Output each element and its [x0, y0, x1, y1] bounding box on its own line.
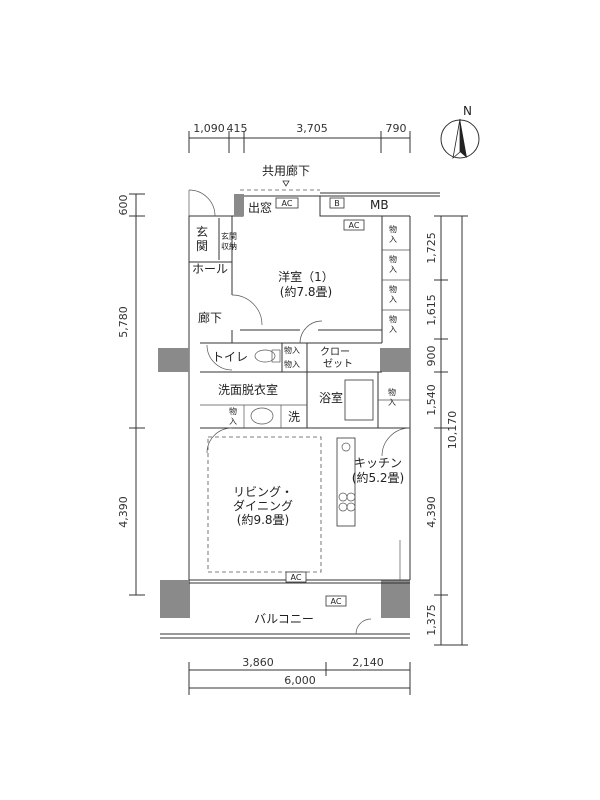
living-size: (約9.8畳): [237, 512, 289, 527]
genkan-storage-label-2: 収納: [221, 241, 237, 251]
svg-text:物: 物: [389, 224, 397, 234]
svg-text:入: 入: [389, 325, 397, 334]
ac-units: AC AC AC AC: [275, 197, 365, 607]
svg-text:物: 物: [389, 254, 397, 264]
b-label: B: [334, 199, 340, 208]
top-dim-1: 1,090: [193, 122, 225, 135]
bottom-dimension-line: 3,860 2,140 6,000: [188, 656, 411, 695]
svg-text:物入: 物入: [284, 359, 300, 369]
right-dim-6: 1,375: [425, 604, 438, 636]
svg-text:物: 物: [229, 406, 237, 416]
balcony-label: バルコニー: [254, 612, 314, 626]
right-dim-1: 1,725: [425, 232, 438, 264]
svg-text:AC: AC: [349, 221, 360, 230]
svg-text:物: 物: [388, 387, 396, 397]
toilet-label: トイレ: [212, 350, 248, 364]
svg-text:AC: AC: [291, 573, 302, 582]
living-label-1: リビング・: [233, 485, 293, 499]
svg-text:入: 入: [229, 417, 237, 426]
kitchen-counter: [336, 437, 401, 580]
left-dim-1: 600: [117, 195, 130, 216]
hall-label: ホール: [192, 262, 228, 276]
closet-label-1: クロー: [320, 346, 350, 358]
walls: [158, 194, 411, 639]
svg-text:物: 物: [389, 284, 397, 294]
door-swings: [188, 189, 411, 635]
svg-text:入: 入: [389, 295, 397, 304]
b-box: [329, 197, 345, 209]
genkan-storage-label-1: 玄関: [221, 231, 237, 241]
svg-text:物: 物: [389, 314, 397, 324]
bottom-dim-2: 2,140: [352, 656, 384, 669]
right-dim-2: 1,615: [425, 294, 438, 326]
bottom-dim-1: 3,860: [242, 656, 274, 669]
genkan-label-1: 玄: [196, 224, 208, 239]
kitchen-name: キッチン: [354, 456, 402, 470]
genkan-label-2: 関: [196, 239, 208, 253]
entrance-marker: [282, 180, 290, 187]
svg-text:AC: AC: [331, 597, 342, 606]
bottom-dim-total: 6,000: [284, 674, 316, 687]
svg-text:入: 入: [389, 235, 397, 244]
top-dim-2: 415: [227, 122, 248, 135]
right-dimension-line: 1,725 1,615 900 1,540 4,390 1,375 10,170: [425, 215, 468, 646]
svg-text:AC: AC: [282, 199, 293, 208]
top-dim-4: 790: [386, 122, 407, 135]
living-label-2: ダイニング: [233, 498, 293, 513]
svg-text:入: 入: [389, 265, 397, 274]
washroom-label: 洗面脱衣室: [218, 382, 278, 397]
left-dimension-line: 600 5,780 4,390: [117, 193, 145, 596]
corridor-label: 共用廊下: [262, 163, 310, 178]
western-room-name: 洋室（1）: [278, 269, 334, 284]
toilet-fixture: [254, 349, 281, 363]
western-room-size: (約7.8畳): [280, 284, 332, 299]
right-dim-5: 4,390: [425, 496, 438, 528]
svg-text:入: 入: [388, 398, 396, 407]
right-dim-4: 1,540: [425, 384, 438, 416]
top-dim-3: 3,705: [296, 122, 328, 135]
right-dim-3: 900: [425, 346, 438, 367]
closet-label-2: ゼット: [323, 358, 353, 370]
north-label: N: [463, 104, 472, 118]
hallway-label: 廊下: [198, 310, 222, 325]
kitchen-size: (約5.2畳): [352, 470, 404, 485]
bay-window-label: 出窓: [248, 200, 272, 215]
sink-fixture: [250, 407, 274, 425]
bathtub: [344, 379, 374, 421]
left-dim-2: 5,780: [117, 306, 130, 338]
mb-label: MB: [370, 198, 389, 212]
svg-text:物入: 物入: [284, 345, 300, 355]
wash-label: 洗: [288, 410, 300, 424]
right-dim-total: 10,170: [446, 411, 459, 450]
storage-labels: 物入 物入 物入 物入 物入 物入 物入 物入: [229, 224, 397, 426]
top-dimension-line: 1,090 415 3,705 790: [188, 122, 411, 153]
living-area-outline: [207, 436, 322, 573]
north-arrow: N: [440, 104, 480, 160]
left-dim-3: 4,390: [117, 496, 130, 528]
bath-label: 浴室: [319, 390, 343, 405]
